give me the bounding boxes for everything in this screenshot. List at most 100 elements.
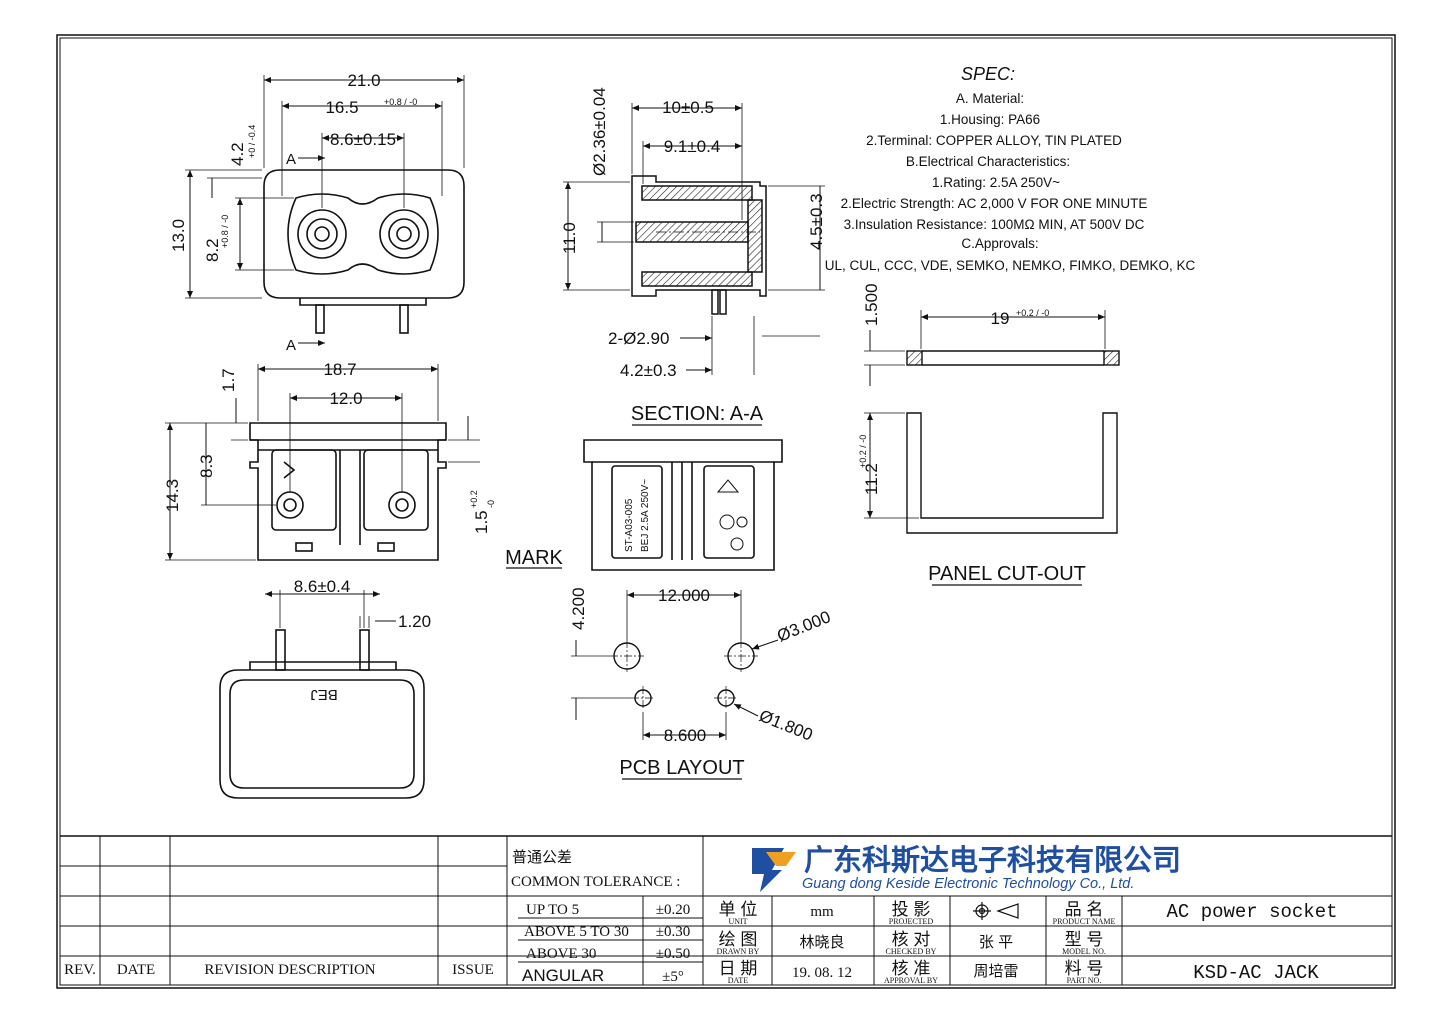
outer-frame xyxy=(56,34,1396,989)
spec-line: A. Material: xyxy=(956,91,1024,106)
issue-header: ISSUE xyxy=(452,962,494,978)
section-view xyxy=(563,103,825,375)
drawn-by-value: 林晓良 xyxy=(799,934,844,951)
company-logo xyxy=(752,848,796,892)
tolerance-range: ANGULAR xyxy=(522,966,604,985)
date-label-en: DATE xyxy=(728,976,749,985)
mark-view xyxy=(583,439,783,571)
top-height-dim: 13.0 xyxy=(169,219,188,252)
part-no-value: KSD-AC JACK xyxy=(1193,962,1319,984)
panel-width-dim: 19 xyxy=(991,309,1010,328)
projected-label-en: PROJECTED xyxy=(889,917,934,926)
drawn-label-en: DRAWN BY xyxy=(717,947,760,956)
bottom-view xyxy=(219,590,425,799)
drawn-label: 绘 图 xyxy=(719,930,758,949)
checked-label-en: CHECKED BY xyxy=(886,947,937,956)
bottom-pin-pitch-dim: 8.6±0.4 xyxy=(294,577,351,596)
top-view xyxy=(185,75,465,346)
top-hole-spacing-tol: +0.8 / -0 xyxy=(384,97,417,107)
front-view xyxy=(165,364,480,561)
spec-line: 1.Housing: PA66 xyxy=(940,112,1040,127)
section-depth2-dim: 9.1±0.4 xyxy=(664,137,721,156)
top-inner-height-dim: 8.2 xyxy=(203,238,222,262)
tolerance-title-cn: 普通公差 xyxy=(512,849,572,866)
spec-line: B.Electrical Characteristics: xyxy=(906,154,1070,169)
company-name-cn: 广东科斯达电子科技有限公司 xyxy=(804,843,1181,877)
mark-line-2: BEJ 2.5A 250V~ xyxy=(640,479,651,552)
section-title: SECTION: A-A xyxy=(631,403,764,425)
approval-label: 核 准 xyxy=(892,959,931,978)
pcb-pitch-top-dim: 12.000 xyxy=(658,586,710,605)
tolerance-range: UP TO 5 xyxy=(526,902,579,918)
tolerance-range: ABOVE 30 xyxy=(526,946,596,962)
front-flange-dim: 1.7 xyxy=(219,368,238,392)
unit-value: mm xyxy=(810,904,834,920)
bottom-pin-width-dim: 1.20 xyxy=(398,612,431,631)
section-pin-pitch-dim: 4.2±0.3 xyxy=(620,361,677,380)
approval-by-value: 周培雷 xyxy=(973,963,1018,980)
pcb-pitch-bottom-dim: 8.600 xyxy=(664,726,707,745)
mark-title: MARK xyxy=(505,547,563,569)
top-hole-spacing-dim: 16.5 xyxy=(325,98,358,117)
front-height-dim: 14.3 xyxy=(163,479,182,512)
panel-width-tol: +0.2 / -0 xyxy=(1016,308,1049,318)
tolerance-value: ±0.50 xyxy=(656,946,690,962)
panel-cutout xyxy=(864,310,1120,534)
front-tol-sup: +0.2 xyxy=(469,490,479,508)
date-header: DATE xyxy=(117,962,155,978)
top-offset-dim: 4.2 xyxy=(228,142,247,166)
top-width-dim: 21.0 xyxy=(347,71,380,90)
mark-line-1: ST-A03-005 xyxy=(624,498,635,552)
spec-line: C.Approvals: xyxy=(961,236,1038,251)
model-label-en: MODEL NO. xyxy=(1062,947,1106,956)
date-label: 日 期 xyxy=(719,959,758,978)
spec-block: SPEC: A. Material: 1.Housing: PA66 2.Ter… xyxy=(825,64,1196,273)
projected-label: 投 影 xyxy=(892,900,931,919)
product-label: 品 名 xyxy=(1065,900,1104,919)
rev-header: REV. xyxy=(64,962,96,978)
part-label: 料 号 xyxy=(1065,959,1104,978)
section-pins-dim: 2-Ø2.90 xyxy=(608,329,669,348)
date-value: 19. 08. 12 xyxy=(792,965,852,981)
model-label: 型 号 xyxy=(1065,930,1104,949)
front-mid-dim: 8.3 xyxy=(197,454,216,478)
pcb-layout xyxy=(571,590,779,740)
spec-line: 3.Insulation Resistance: 100MΩ MIN, AT 5… xyxy=(844,217,1145,232)
section-depth-dim: 10±0.5 xyxy=(662,98,714,117)
panel-height-tol: +0.2 / -0 xyxy=(858,435,868,468)
top-inner-height-tol: +0.8 / -0 xyxy=(220,215,230,248)
company-name-en: Guang dong Keside Electronic Technology … xyxy=(802,876,1134,892)
part-label-en: PART NO. xyxy=(1067,976,1102,985)
pcb-dia-large-dim: Ø3.000 xyxy=(774,607,833,646)
pcb-layout-title: PCB LAYOUT xyxy=(619,757,744,779)
panel-cutout-title: PANEL CUT-OUT xyxy=(928,563,1086,585)
title-block xyxy=(60,835,1392,985)
spec-line: 1.Rating: 2.5A 250V~ xyxy=(932,175,1060,190)
inner-frame xyxy=(59,37,1393,986)
unit-label-en: UNIT xyxy=(728,917,747,926)
product-name-value: AC power socket xyxy=(1166,901,1337,923)
front-width-dim: 18.7 xyxy=(323,360,356,379)
panel-thickness-dim: 1.500 xyxy=(862,283,881,326)
front-tol-dim: 1.5 xyxy=(472,510,491,534)
section-dia-dim: Ø2.36±0.04 xyxy=(590,87,609,176)
tolerance-range: ABOVE 5 TO 30 xyxy=(524,924,629,940)
checked-label: 核 对 xyxy=(892,930,931,949)
top-offset-tol: +0 / -0.4 xyxy=(247,125,257,158)
tolerance-value: ±0.30 xyxy=(656,924,690,940)
projection-symbol-icon xyxy=(973,902,1019,920)
spec-line: 2.Electric Strength: AC 2,000 V FOR ONE … xyxy=(841,196,1148,211)
section-pin-offset-dim: 4.5±0.3 xyxy=(807,193,826,250)
bottom-mark-text: BEJ xyxy=(310,686,338,703)
tolerance-value: ±5° xyxy=(662,969,684,985)
pcb-dia-small-dim: Ø1.800 xyxy=(757,706,816,745)
revision-description-header: REVISION DESCRIPTION xyxy=(204,962,375,978)
approval-label-en: APPROVAL BY xyxy=(884,976,938,985)
checked-by-value: 张 平 xyxy=(979,934,1013,951)
section-marker-bottom: A xyxy=(286,337,296,354)
section-height-dim: 11.0 xyxy=(560,222,579,254)
spec-title: SPEC: xyxy=(961,64,1015,84)
pcb-offset-dim: 4.200 xyxy=(569,587,588,630)
panel-height-dim: 11.2 xyxy=(862,463,881,495)
